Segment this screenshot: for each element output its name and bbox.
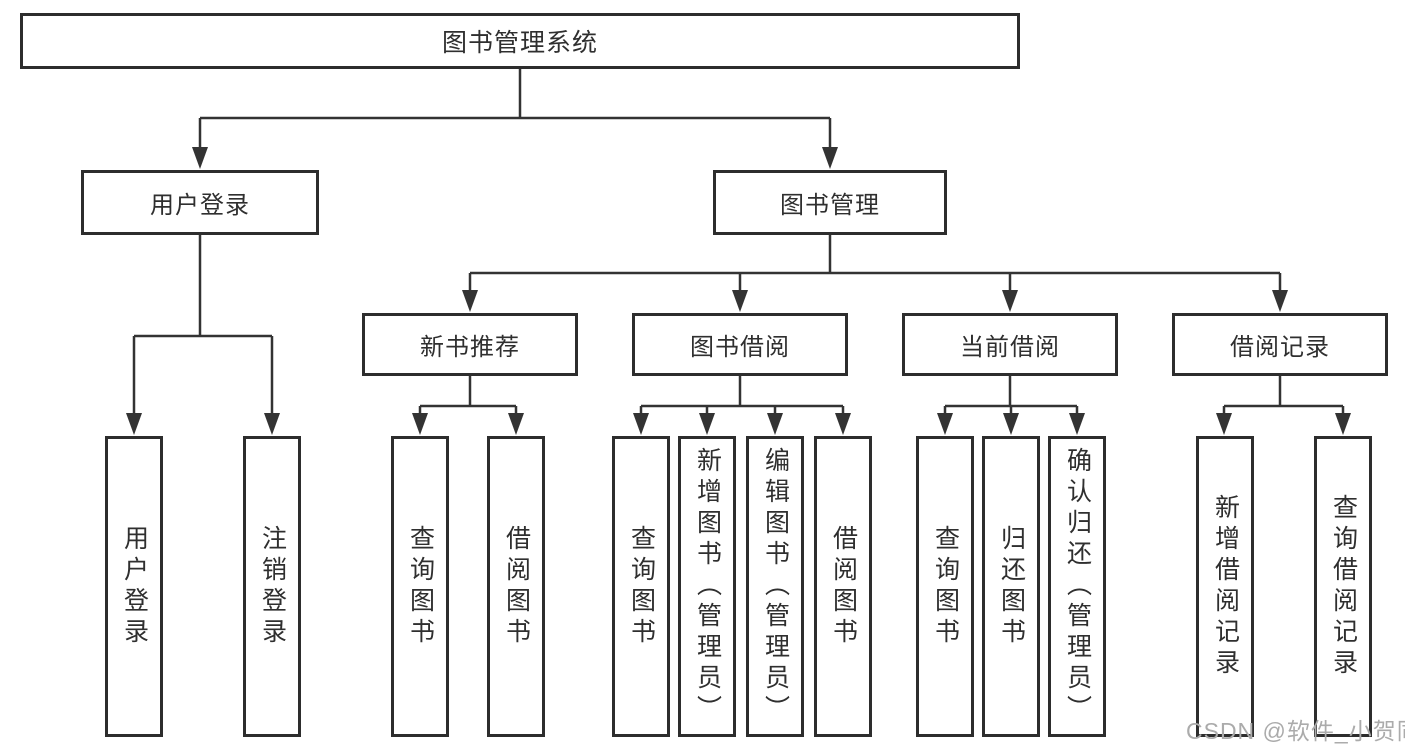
node-borrowing-records: 借阅记录 <box>1172 313 1388 376</box>
node-user-login-leaf: 用户登录 <box>105 436 163 737</box>
node-label: 借阅记录 <box>1230 334 1330 361</box>
node-query-borrow-record: 查询借阅记录 <box>1314 436 1372 737</box>
node-label: 借阅图书 <box>829 524 858 649</box>
node-label: 确认归还（管理员） <box>1063 447 1092 726</box>
node-user-login: 用户登录 <box>81 170 319 235</box>
node-return-books: 归还图书 <box>982 436 1040 737</box>
node-query-books-current: 查询图书 <box>916 436 974 737</box>
node-label: 图书借阅 <box>690 334 790 361</box>
node-add-borrow-record: 新增借阅记录 <box>1196 436 1254 737</box>
node-new-book-recommend: 新书推荐 <box>362 313 578 376</box>
node-label: 编辑图书（管理员） <box>761 447 790 726</box>
node-label: 图书管理 <box>780 192 880 219</box>
node-current-borrowing: 当前借阅 <box>902 313 1118 376</box>
node-borrow-books-leaf: 借阅图书 <box>814 436 872 737</box>
arrowhead-icons <box>126 147 1351 435</box>
node-label: 注销登录 <box>258 524 287 649</box>
node-label: 用户登录 <box>150 192 250 219</box>
node-query-books-recommend: 查询图书 <box>391 436 449 737</box>
node-query-books-borrowing: 查询图书 <box>612 436 670 737</box>
node-label: 查询图书 <box>931 524 960 649</box>
node-root-system: 图书管理系统 <box>20 13 1020 69</box>
node-label: 归还图书 <box>997 524 1026 649</box>
node-label: 当前借阅 <box>960 334 1060 361</box>
node-logout-leaf: 注销登录 <box>243 436 301 737</box>
node-label: 新增借阅记录 <box>1211 493 1240 680</box>
node-edit-books-admin: 编辑图书（管理员） <box>746 436 804 737</box>
node-label: 新增图书（管理员） <box>693 447 722 726</box>
node-label: 用户登录 <box>120 524 149 649</box>
node-confirm-return-admin: 确认归还（管理员） <box>1048 436 1106 737</box>
node-borrow-books-recommend: 借阅图书 <box>487 436 545 737</box>
csdn-watermark: CSDN @软件_小贺同学 <box>1186 718 1405 744</box>
node-label: 借阅图书 <box>502 524 531 649</box>
node-book-management: 图书管理 <box>713 170 947 235</box>
node-add-books-admin: 新增图书（管理员） <box>678 436 736 737</box>
node-label: 查询借阅记录 <box>1329 493 1358 680</box>
node-book-borrowing: 图书借阅 <box>632 313 848 376</box>
node-label: 图书管理系统 <box>441 29 598 57</box>
node-label: 新书推荐 <box>420 334 520 361</box>
node-label: 查询图书 <box>627 524 656 649</box>
node-label: 查询图书 <box>406 524 435 649</box>
